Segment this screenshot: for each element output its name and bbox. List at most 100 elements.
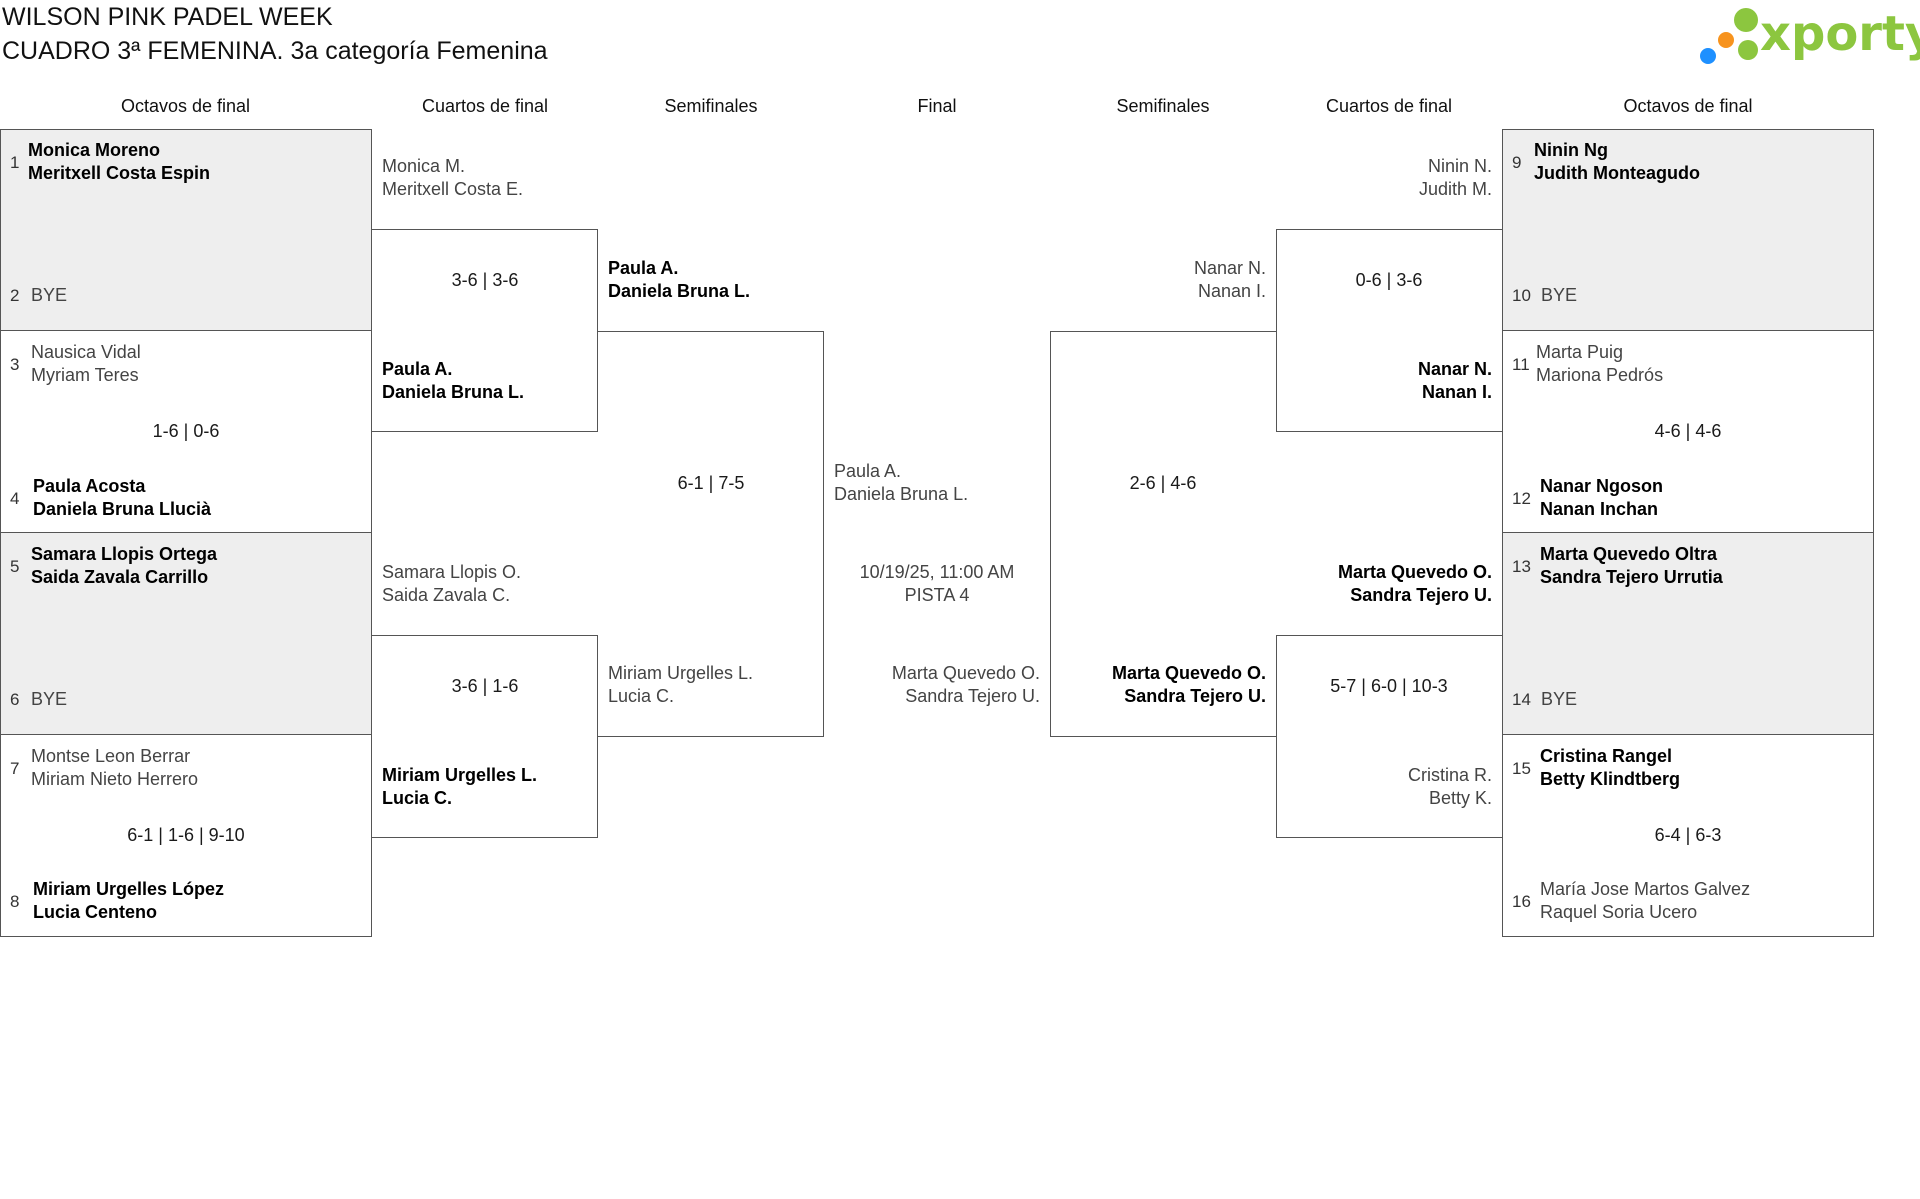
- match-score: 3-6 | 1-6: [451, 676, 519, 696]
- round-header-left-r16: Octavos de final: [120, 96, 251, 116]
- player-name: Cristina R.: [1407, 765, 1492, 785]
- seed-number: 8: [10, 892, 20, 911]
- match-qf-right-2[interactable]: [1276, 635, 1502, 838]
- seed-number: 1: [10, 153, 20, 172]
- seed-number: 5: [10, 557, 20, 576]
- round-header-right-qf: Cuartos de final: [1325, 96, 1453, 116]
- player-name: Meritxell Costa E.: [382, 179, 524, 199]
- bye-label: BYE: [31, 285, 68, 305]
- finalist-name: Paula A.: [834, 461, 902, 481]
- player-name: Judith M.: [1418, 179, 1492, 199]
- match-r16-right-3[interactable]: [1502, 533, 1874, 735]
- seed-number: 2: [10, 286, 20, 305]
- player-name: Daniela Bruna L.: [608, 281, 751, 301]
- player-name: Judith Monteagudo: [1534, 163, 1700, 183]
- seed-number: 7: [10, 759, 20, 778]
- player-name: Daniela Bruna L.: [382, 382, 525, 402]
- player-name: Paula A.: [382, 359, 453, 379]
- logo-dot-orange-icon: [1718, 32, 1734, 48]
- match-qf-left-1[interactable]: [372, 229, 598, 432]
- player-name: Miriam Urgelles López: [33, 879, 225, 899]
- match-r16-right-1[interactable]: [1502, 129, 1874, 331]
- player-name: Daniela Bruna Llucià: [33, 499, 212, 519]
- round-header-right-sf: Semifinales: [1116, 96, 1210, 116]
- round-header-right-r16: Octavos de final: [1623, 96, 1753, 116]
- player-name: Monica M.: [382, 156, 466, 176]
- player-name: Saida Zavala C.: [382, 585, 511, 605]
- match-sf-left[interactable]: [598, 331, 824, 737]
- match-r16-left-4[interactable]: [0, 735, 372, 937]
- seed-number: 4: [10, 489, 20, 508]
- seed-number: 12: [1512, 489, 1531, 508]
- match-score: 6-4 | 6-3: [1654, 825, 1722, 845]
- player-name: Sandra Tejero Urrutia: [1540, 567, 1723, 587]
- final-court: PISTA 4: [904, 585, 970, 605]
- bye-label: BYE: [1541, 689, 1578, 709]
- player-name: Sandra Tejero U.: [1124, 686, 1266, 706]
- logo-text: xporty: [1760, 6, 1920, 62]
- player-name: Betty K.: [1428, 788, 1492, 808]
- match-score: 6-1 | 1-6 | 9-10: [127, 825, 245, 845]
- xporty-logo[interactable]: xporty: [1698, 4, 1920, 68]
- player-name: Marta Quevedo Oltra: [1540, 544, 1718, 564]
- final-datetime: 10/19/25, 11:00 AM: [859, 562, 1015, 582]
- player-name: Mariona Pedrós: [1536, 365, 1664, 385]
- player-name: Nanan I.: [1421, 382, 1492, 402]
- match-r16-left-1[interactable]: [0, 129, 372, 331]
- logo-dot-blue-icon: [1700, 48, 1716, 64]
- player-name: Lucia Centeno: [33, 902, 158, 922]
- seed-number: 11: [1512, 355, 1530, 374]
- match-r16-left-3[interactable]: [0, 533, 372, 735]
- player-name: Raquel Soria Ucero: [1540, 902, 1698, 922]
- player-name: Monica Moreno: [28, 140, 161, 160]
- player-name: Meritxell Costa Espin: [28, 163, 211, 183]
- match-score: 4-6 | 4-6: [1654, 421, 1722, 441]
- round-header-left-sf: Semifinales: [664, 96, 758, 116]
- player-name: Saida Zavala Carrillo: [31, 567, 209, 587]
- bye-label: BYE: [31, 689, 68, 709]
- logo-dot-green-icon: [1734, 8, 1758, 32]
- seed-number: 6: [10, 690, 20, 709]
- player-name: Samara Llopis O.: [382, 562, 522, 582]
- match-qf-left-2[interactable]: [372, 635, 598, 838]
- seed-number: 3: [10, 355, 20, 374]
- match-r16-left-2[interactable]: [0, 331, 372, 533]
- player-name: Miriam Nieto Herrero: [31, 769, 199, 789]
- finalist-name: Marta Quevedo O.: [891, 663, 1040, 683]
- match-score: 2-6 | 4-6: [1129, 473, 1197, 493]
- player-name: Lucia C.: [382, 788, 453, 808]
- player-name: Paula A.: [608, 258, 679, 278]
- player-name: Nanan I.: [1197, 281, 1266, 301]
- player-name: Lucia C.: [608, 686, 675, 706]
- seed-number: 15: [1512, 759, 1531, 778]
- match-r16-right-2[interactable]: [1502, 331, 1874, 533]
- player-name: Cristina Rangel: [1540, 746, 1673, 766]
- match-score: 6-1 | 7-5: [677, 473, 745, 493]
- finalist-name: Daniela Bruna L.: [834, 484, 969, 504]
- seed-number: 13: [1512, 557, 1531, 576]
- match-score: 5-7 | 6-0 | 10-3: [1330, 676, 1448, 696]
- player-name: Nanar Ngoson: [1540, 476, 1664, 496]
- bye-label: BYE: [1541, 285, 1578, 305]
- match-score: 0-6 | 3-6: [1355, 270, 1423, 290]
- round-header-final: Final: [917, 96, 957, 116]
- tournament-title: WILSON PINK PADEL WEEK: [2, 3, 333, 31]
- player-name: Sandra Tejero U.: [1350, 585, 1492, 605]
- match-score: 1-6 | 0-6: [152, 421, 220, 441]
- player-name: Samara Llopis Ortega: [31, 544, 218, 564]
- player-name: Nanar N.: [1193, 258, 1266, 278]
- match-sf-right[interactable]: [1050, 331, 1276, 737]
- player-name: Marta Quevedo O.: [1111, 663, 1266, 683]
- seed-number: 14: [1512, 690, 1531, 709]
- player-name: Myriam Teres: [31, 365, 139, 385]
- round-header-left-qf: Cuartos de final: [421, 96, 549, 116]
- match-score: 3-6 | 3-6: [451, 270, 519, 290]
- match-qf-right-1[interactable]: [1276, 229, 1502, 432]
- seed-number: 10: [1512, 286, 1531, 305]
- seed-number: 16: [1512, 892, 1531, 911]
- player-name: Miriam Urgelles L.: [608, 663, 754, 683]
- draw-subtitle: CUADRO 3ª FEMENINA. 3a categoría Femenin…: [2, 37, 548, 65]
- player-name: Marta Puig: [1536, 342, 1624, 362]
- player-name: Montse Leon Berrar: [31, 746, 191, 766]
- match-r16-right-4[interactable]: [1502, 735, 1874, 937]
